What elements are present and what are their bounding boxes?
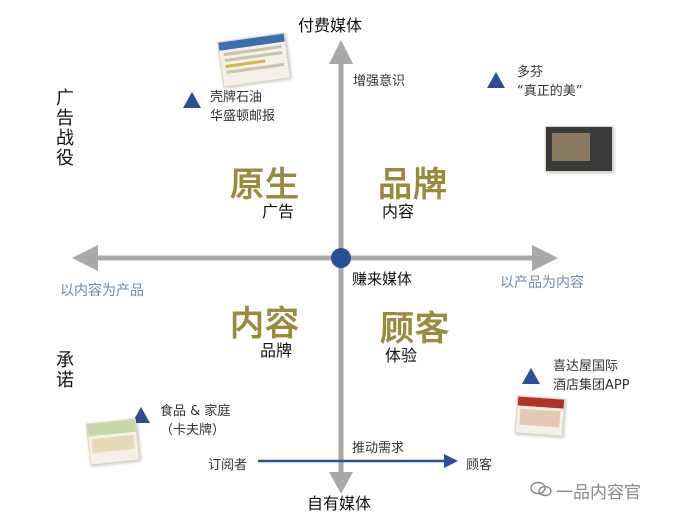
quadrant-top-left-sub: 广告 [262, 202, 295, 221]
shell-line-2: 华盛顿邮报 [210, 109, 276, 124]
hotel-line-1: 喜达屋国际 [553, 359, 619, 374]
hotel-example-label: 喜达屋国际 酒店集团APP [553, 357, 630, 395]
vertical-axis-arrow-top [329, 40, 353, 64]
axis-left-label: 以内容为产品 [60, 283, 144, 299]
food-magazine-thumbnail [85, 418, 141, 466]
triangle-marker-icon [183, 92, 201, 108]
subscriber-label: 订阅者 [208, 458, 248, 473]
food-example-label: 食品 & 家庭 （卡夫牌） [160, 402, 230, 440]
vertical-axis-arrow-bottom [329, 472, 353, 494]
horizontal-axis-arrow-left [72, 245, 98, 271]
axis-right-label: 以产品为内容 [500, 275, 584, 291]
axis-center-label: 赚来媒体 [352, 270, 413, 288]
quadrant-bottom-right-sub: 体验 [385, 346, 418, 365]
food-line-2: （卡夫牌） [160, 423, 226, 438]
dove-example-label: 多芬 “真正的美” [517, 63, 582, 101]
hotel-app-thumbnail [514, 395, 566, 437]
quadrant-bottom-right-title: 顾客 [380, 309, 450, 349]
customer-label: 顾客 [466, 458, 493, 473]
triangle-marker-icon [487, 72, 505, 88]
wechat-icon [530, 481, 552, 497]
quadrant-bottom-left-sub: 品牌 [260, 341, 293, 360]
axis-bottom-label: 自有媒体 [307, 494, 372, 513]
center-dot [331, 248, 351, 268]
shell-ad-thumbnail [217, 32, 291, 88]
dove-line-1: 多芬 [517, 65, 544, 80]
dove-line-2: “真正的美” [517, 84, 583, 99]
triangle-marker-icon [522, 368, 540, 384]
side-label-campaign: 广告战役 [53, 88, 74, 168]
food-line-1: 食品 & 家庭 [160, 404, 231, 419]
quadrant-top-right-title: 品牌 [378, 165, 448, 205]
watermark-text: 一品内容官 [556, 483, 641, 503]
shell-example-label: 壳牌石油 华盛顿邮报 [210, 88, 275, 126]
horizontal-axis-arrow-right [532, 245, 558, 271]
awareness-label: 增强意识 [353, 74, 406, 89]
demand-arrow-head [444, 454, 458, 468]
demand-label: 推动需求 [352, 441, 405, 456]
triangle-marker-icon [132, 407, 150, 423]
hotel-line-2: 酒店集团APP [553, 378, 630, 393]
shell-line-1: 壳牌石油 [210, 90, 263, 105]
dove-video-thumbnail [545, 126, 613, 172]
axis-top-label: 付费媒体 [298, 16, 363, 35]
quadrant-top-right-sub: 内容 [382, 202, 415, 221]
quadrant-top-left-title: 原生 [230, 165, 300, 205]
side-label-commitment: 承诺 [53, 350, 74, 390]
quadrant-bottom-left-title: 内容 [230, 304, 300, 344]
